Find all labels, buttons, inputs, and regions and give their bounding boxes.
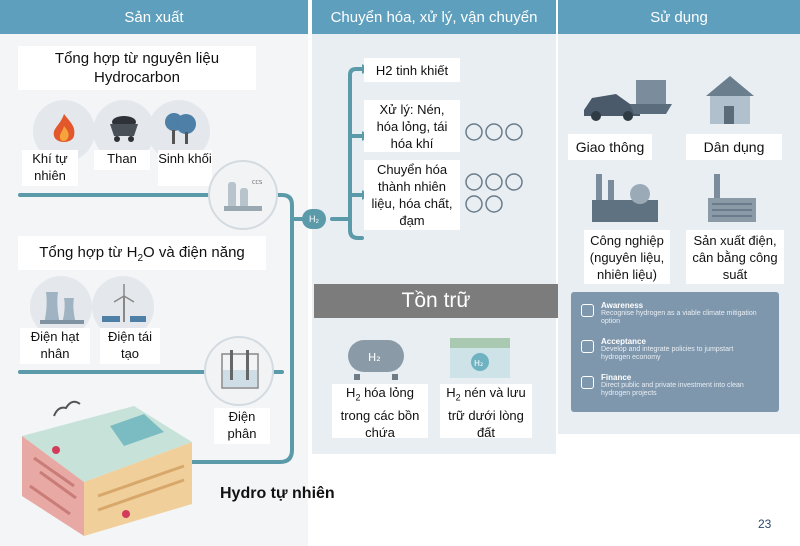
geology-icon bbox=[22, 400, 192, 536]
factory-icon bbox=[592, 174, 658, 222]
truck-mini-icon-2 bbox=[465, 173, 483, 191]
nuclear-circle bbox=[30, 276, 92, 338]
pipe-mini-icon bbox=[465, 195, 483, 213]
renewable-label: Điện tái tạo bbox=[100, 328, 160, 364]
h2-node: H₂ bbox=[302, 209, 326, 229]
process-box: Xử lý: Nén, hóa lỏng, tái hóa khí bbox=[364, 100, 460, 152]
electrolysis-label: Điện phân bbox=[214, 408, 270, 444]
reformer-plant-icon: CCS bbox=[224, 180, 262, 211]
vehicles-icon bbox=[584, 80, 672, 121]
liquid-storage-label: H2 hóa lỏng trong các bồn chứa bbox=[332, 384, 428, 440]
svg-text:H₂: H₂ bbox=[368, 351, 381, 364]
electrolyzer-icon bbox=[221, 350, 259, 389]
industry-box: Công nghiệp (nguyên liệu, nhiên liệu) bbox=[584, 230, 670, 284]
pipeline-mini-icon bbox=[485, 123, 503, 141]
power-box: Sản xuất điện, cân bằng công suất bbox=[686, 230, 784, 284]
svg-text:CCS: CCS bbox=[252, 180, 262, 186]
truck-mini-icon bbox=[465, 123, 483, 141]
ship-mini-icon-2 bbox=[505, 173, 523, 191]
storage-banner: Tồn trữ bbox=[314, 284, 558, 318]
convert-box: Chuyển hóa thành nhiên liệu, hóa chất, đ… bbox=[364, 160, 460, 230]
residential-box: Dân dụng bbox=[686, 134, 782, 160]
natural-hydrogen-label: Hydro tự nhiên bbox=[220, 485, 335, 502]
biomass-label: Sinh khối bbox=[158, 150, 212, 186]
acceptance-icon bbox=[581, 340, 594, 353]
transport-mini-icons bbox=[465, 123, 523, 213]
nuclear-label: Điện hạt nhân bbox=[20, 328, 90, 364]
wind-turbine-icon bbox=[102, 284, 146, 322]
hydrocarbon-title: Tổng hợp từ nguyên liệu Hydrocarbon bbox=[18, 46, 256, 90]
tree-icon bbox=[165, 113, 196, 144]
gas-label: Khí tự nhiên bbox=[22, 150, 78, 186]
finance-icon bbox=[581, 376, 594, 389]
pipe-branches bbox=[330, 67, 364, 240]
rail-mini-icon bbox=[485, 173, 503, 191]
header-use: Sử dụng bbox=[558, 0, 800, 34]
pipe-hydrocarbon bbox=[18, 193, 294, 464]
coal-cart-icon bbox=[110, 116, 138, 142]
pure-h2-box: H2 tinh khiết bbox=[364, 58, 460, 82]
coal-label: Than bbox=[94, 150, 150, 170]
awareness-icon bbox=[581, 304, 594, 317]
power-plant-icon bbox=[708, 174, 756, 222]
tank-mini-icon bbox=[485, 195, 503, 213]
page-number: 23 bbox=[758, 517, 772, 531]
flame-icon bbox=[53, 114, 75, 142]
header-conversion: Chuyển hóa, xử lý, vận chuyển bbox=[312, 0, 556, 34]
transport-box: Giao thông bbox=[568, 134, 652, 160]
nuclear-plant-icon bbox=[40, 292, 84, 324]
liquid-tank-icon: H₂ bbox=[348, 340, 404, 380]
house-icon bbox=[706, 76, 754, 124]
water-title: Tổng hợp từ H2O và điện năng bbox=[18, 236, 266, 270]
svg-text:H₂: H₂ bbox=[474, 359, 483, 368]
ship-mini-icon bbox=[505, 123, 523, 141]
header-production: Sản xuất bbox=[0, 0, 308, 34]
underground-storage-label: H2 nén và lưu trữ dưới lòng đất bbox=[440, 384, 532, 440]
underground-storage-icon: H₂ bbox=[450, 338, 510, 378]
